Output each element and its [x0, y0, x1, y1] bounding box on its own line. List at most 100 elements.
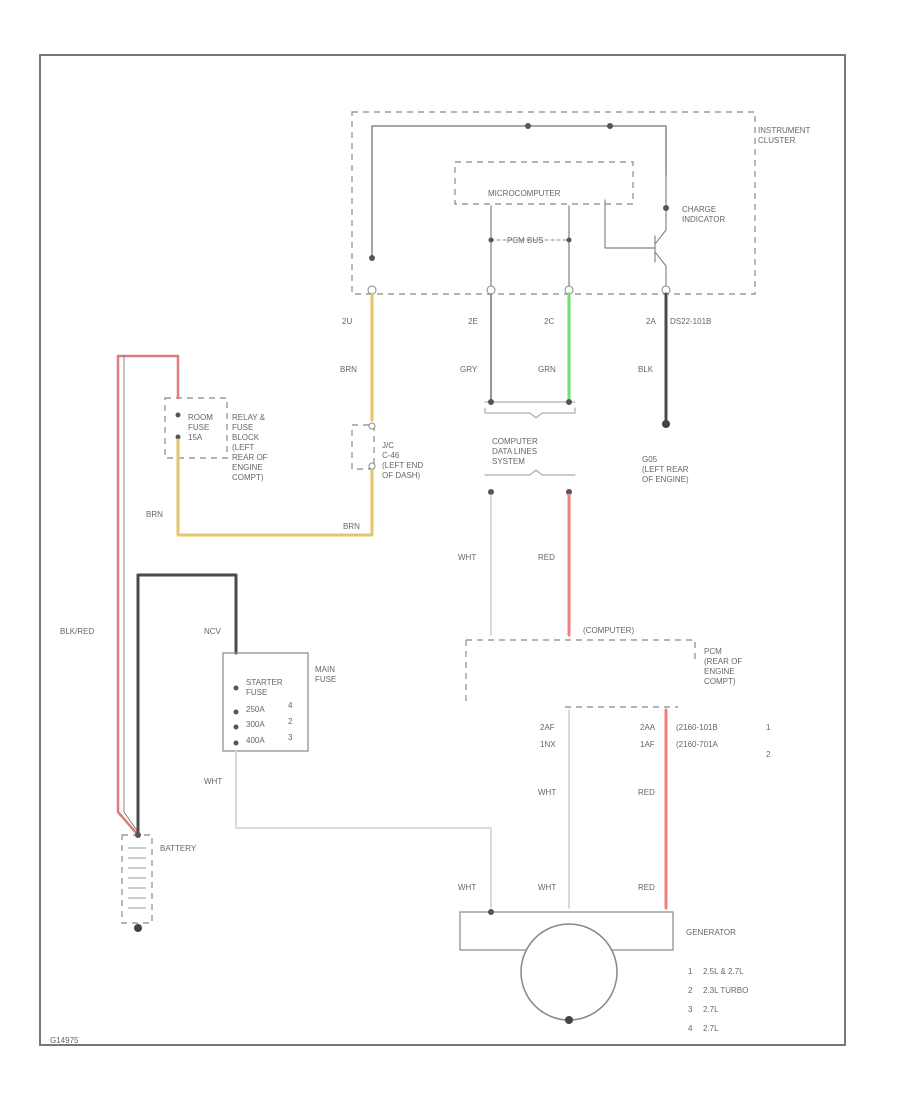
ground-symbol [662, 420, 670, 428]
wire-brn-loop [176, 438, 374, 537]
wire-blk-red-stripe [123, 355, 139, 833]
pin-label-2c: 2C [544, 317, 554, 326]
pin-label-2u: 2U [342, 317, 352, 326]
main-fuse-num: 3 [288, 733, 293, 742]
label-line: (REAR OF [704, 657, 742, 666]
label-line: OF ENGINE) [642, 475, 689, 484]
label-line: FUSE [315, 675, 336, 684]
main-fuse-item: 250A [246, 705, 265, 714]
connector-pin [486, 285, 496, 295]
pcm-pin-r1: 2AA [640, 723, 656, 732]
label-line: (LEFT [232, 443, 254, 452]
wire-label-wht-pcm: WHT [538, 788, 556, 797]
instrument-cluster-box [351, 111, 756, 295]
pcm-bus-label: PCM BUS [507, 236, 543, 245]
connector-pin [368, 422, 376, 430]
label-line: MAIN [315, 665, 335, 674]
label-line: CHARGE [682, 205, 716, 214]
label-line: FUSE [246, 688, 267, 697]
wire-label-wht-link: WHT [458, 553, 476, 562]
splice-dot [369, 255, 375, 261]
pcm-pin-l2: 1NX [540, 740, 556, 749]
label-line: J/C [382, 441, 394, 450]
jc-box [351, 424, 375, 470]
battery-cells [128, 847, 146, 909]
cluster-internal-wire [604, 199, 656, 249]
pcm-pin-note-1: (2160-101B [676, 723, 718, 732]
connector-pin [488, 399, 494, 405]
legend-text: 2.5L & 2.7L [703, 967, 744, 976]
pcm-pin-note-2: (2160-701A [676, 740, 718, 749]
connector-pin [488, 489, 494, 495]
battery-positive-terminal [135, 832, 141, 838]
label-line: (LEFT END [382, 461, 423, 470]
wire-label-red-link: RED [538, 553, 555, 562]
wire-label-blk-red: BLK/RED [60, 627, 94, 636]
label-line: COMPUTER [492, 437, 538, 446]
pcm-box [465, 639, 696, 705]
wire-label-red-gen: RED [638, 883, 655, 892]
label-line: REAR OF [232, 453, 268, 462]
pin-label-2e: 2E [468, 317, 478, 326]
legend-number: 1 [688, 967, 693, 976]
pcm-pin-num-2: 2 [766, 750, 771, 759]
legend-number: 2 [688, 986, 693, 995]
splice-dot [488, 237, 494, 243]
relay-fuse-block-box [164, 397, 228, 459]
label-line: COMPT) [232, 473, 264, 482]
label-line: RELAY & [232, 413, 266, 422]
diagram-id: G14975 [50, 1036, 79, 1045]
fuse-terminal [233, 709, 239, 715]
wire-label-gry: GRY [460, 365, 478, 374]
wire-label-brn-top: BRN [340, 365, 357, 374]
label-line: MICROCOMPUTER [488, 189, 561, 198]
wire-label-ncv: NCV [204, 627, 222, 636]
main-fuse-box [222, 652, 309, 752]
transistor-symbol [654, 174, 667, 291]
label-line: STARTER [246, 678, 283, 687]
label-line: DATA LINES [492, 447, 537, 456]
wire-label-wht-fuse: WHT [204, 777, 222, 786]
data-link-connector [484, 469, 576, 476]
wire-label-red-pcm: RED [638, 788, 655, 797]
label-line: G05 [642, 455, 658, 464]
label-line: FUSE [188, 423, 209, 432]
wire-wht-fuse [235, 750, 492, 909]
fuse-terminal [233, 685, 239, 691]
label-line: C-46 [382, 451, 400, 460]
label-line: CLUSTER [758, 136, 796, 145]
splice-dot [525, 123, 531, 129]
cluster-internal-bus [371, 125, 667, 256]
legend-number: 3 [688, 1005, 693, 1014]
microcomputer-box [454, 161, 634, 205]
splice-dot [566, 237, 572, 243]
pcm-pin-l1: 2AF [540, 723, 555, 732]
label-line: SYSTEM [492, 457, 525, 466]
wire-label-blk: BLK [638, 365, 654, 374]
connector-pin [566, 489, 572, 495]
ground-note: DS22-101B [670, 317, 711, 326]
wire-label-wht-gen-m: WHT [538, 883, 556, 892]
label-line: COMPT) [704, 677, 736, 686]
charge-indicator-icon [663, 205, 669, 211]
diagram-frame [39, 54, 846, 1046]
generator-label: GENERATOR [686, 928, 736, 937]
main-fuse-item: 300A [246, 720, 265, 729]
legend-text: 2.7L [703, 1024, 719, 1033]
label-line: PCM [704, 647, 722, 656]
pcm-note: (COMPUTER) [583, 626, 634, 635]
battery-label: BATTERY [160, 844, 197, 853]
label-line: INSTRUMENT [758, 126, 811, 135]
fuse-terminal [233, 740, 239, 746]
label-line: FUSE [232, 423, 253, 432]
label-line: PCM BUS [507, 236, 543, 245]
main-fuse-num: 4 [288, 701, 293, 710]
